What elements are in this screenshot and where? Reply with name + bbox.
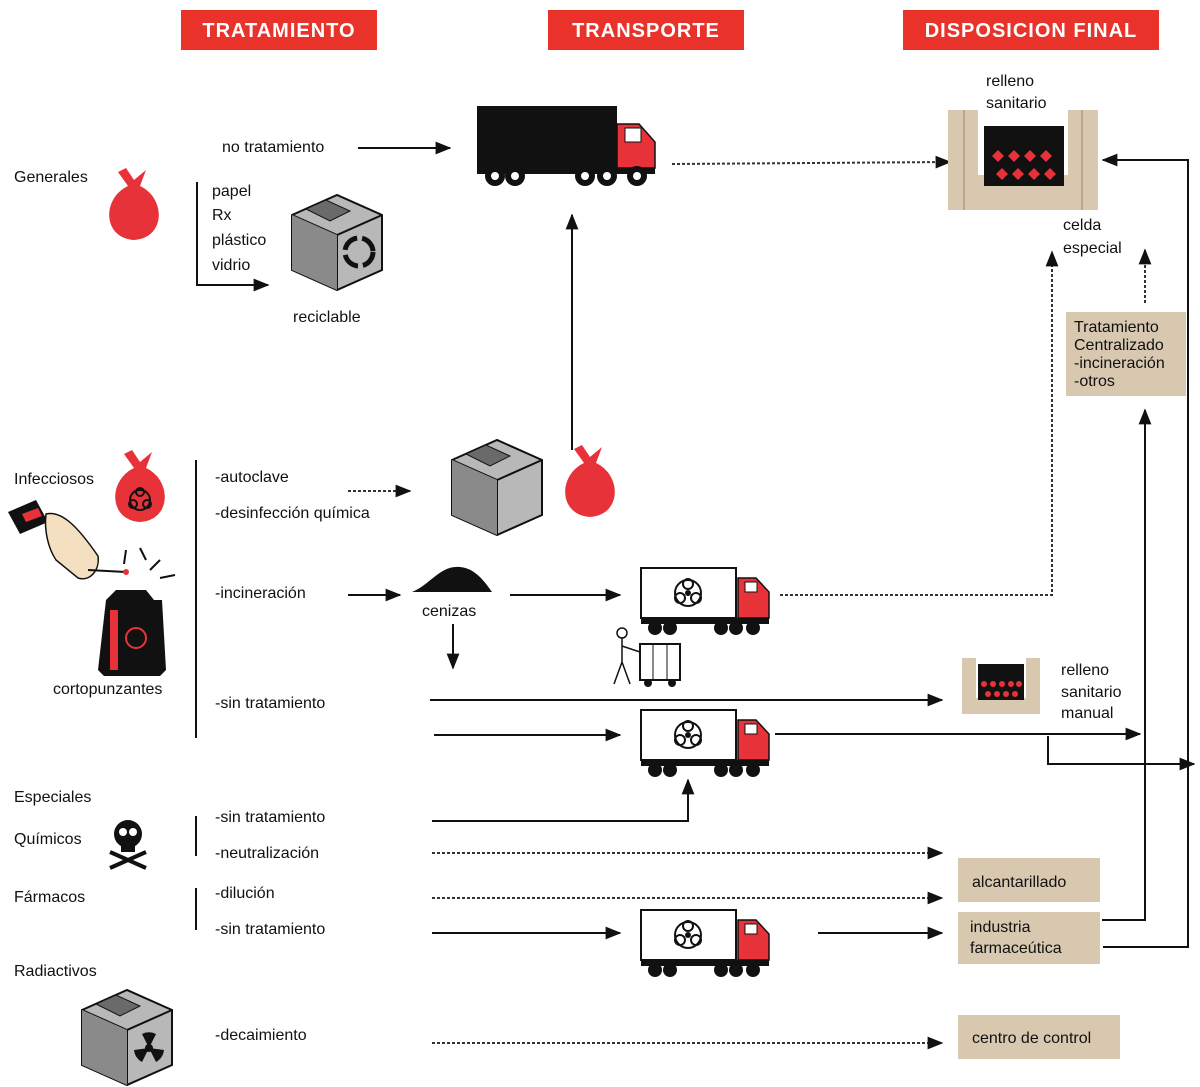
header-tratamiento: TRATAMIENTO [181,10,377,50]
tratamiento-centralizado-box: Tratamiento Centralizado -incineración -… [1066,312,1186,396]
treatment-sin-tratamiento-farm: -sin tratamiento [215,921,325,938]
treatment-sin-tratamiento-inf: -sin tratamiento [215,695,325,712]
arrow-truck2-to-right [1047,736,1196,771]
biohazard-truck-icon-1 [640,567,770,636]
treatment-desinfeccion: -desinfección química [215,505,370,522]
category-especiales: Especiales [14,789,91,806]
recyclable-vidrio: vidrio [212,257,250,274]
treatment-no-tratamiento: no tratamiento [222,139,324,156]
arrow-quim-to-truck2 [432,778,695,822]
category-farmacos: Fármacos [14,889,85,906]
tc-line1: Tratamiento [1074,319,1159,336]
recyclable-rx: Rx [212,207,232,224]
biohazard-bag-icon [115,450,165,522]
waste-bag-icon-infecciosos [565,445,615,517]
black-truck-icon [477,106,656,186]
treatment-sin-tratamiento-quim: -sin tratamiento [215,809,325,826]
relleno-manual-line2: sanitario [1061,684,1122,701]
treatment-incineracion: -incineración [215,585,306,602]
relleno-sanitario-line2: sanitario [986,95,1047,112]
spark-marks [123,547,176,579]
box-icon [451,439,543,536]
alcantarillado-label: alcantarillado [972,874,1066,891]
arrow-truck-to-relleno [671,155,952,169]
celda-especial-line2: especial [1063,240,1122,257]
tc-line4: -otros [1074,373,1115,390]
centro-control-label: centro de control [972,1030,1091,1047]
header-tratamiento-label: TRATAMIENTO [202,20,355,42]
recyclable-papel: papel [212,183,251,200]
category-cortopunzantes: cortopunzantes [53,681,162,698]
header-disposicion: DISPOSICION FINAL [903,10,1159,50]
header-disposicion-label: DISPOSICION FINAL [925,20,1138,42]
landfill-icon [948,110,1098,210]
needle-hand-icon [8,500,129,580]
treatment-decaimiento: -decaimiento [215,1027,307,1044]
header-transporte-label: TRANSPORTE [572,20,720,42]
tc-line3: -incineración [1074,355,1165,372]
ash-pile-icon [412,566,492,592]
category-radiactivos: Radiactivos [14,963,97,980]
relleno-manual-line1: relleno [1061,662,1109,679]
landfill-icon-manual [962,658,1040,714]
arrow-industria-to-relleno [1101,153,1189,948]
industria-farmaceutica-box: industria farmaceútica [958,912,1100,964]
biohazard-truck-icon-2 [640,709,770,778]
radioactive-box-icon [81,989,173,1086]
treatment-autoclave: -autoclave [215,469,289,486]
label-reciclable: reciclable [293,309,361,326]
arrow-reciclable [196,182,270,292]
recyclable-plastico: plástico [212,232,266,249]
celda-especial-line1: celda [1063,217,1101,234]
waste-bag-icon [109,168,159,240]
tc-line2: Centralizado [1074,337,1164,354]
arrow-truck1-to-celda [780,250,1059,596]
treatment-neutralizacion: -neutralización [215,845,319,862]
industria-line2: farmaceútica [970,940,1062,957]
label-cenizas: cenizas [422,603,476,620]
category-quimicos: Químicos [14,831,82,848]
skull-crossbones-icon [109,820,147,870]
recycle-box-icon [291,194,383,291]
sharps-container-icon [98,590,166,676]
category-generales: Generales [14,169,88,186]
alcantarillado-box: alcantarillado [958,858,1100,902]
header-transporte: TRANSPORTE [548,10,744,50]
treatment-dilucion: -dilución [215,885,275,902]
biohazard-truck-icon-3 [640,909,770,978]
relleno-manual-line3: manual [1061,705,1113,722]
relleno-sanitario-line1: relleno [986,73,1034,90]
category-infecciosos: Infecciosos [14,471,94,488]
arrow-industria-to-tc [1102,408,1152,921]
cart-person-icon [613,627,681,687]
centro-control-box: centro de control [958,1015,1120,1059]
industria-line1: industria [970,919,1031,936]
